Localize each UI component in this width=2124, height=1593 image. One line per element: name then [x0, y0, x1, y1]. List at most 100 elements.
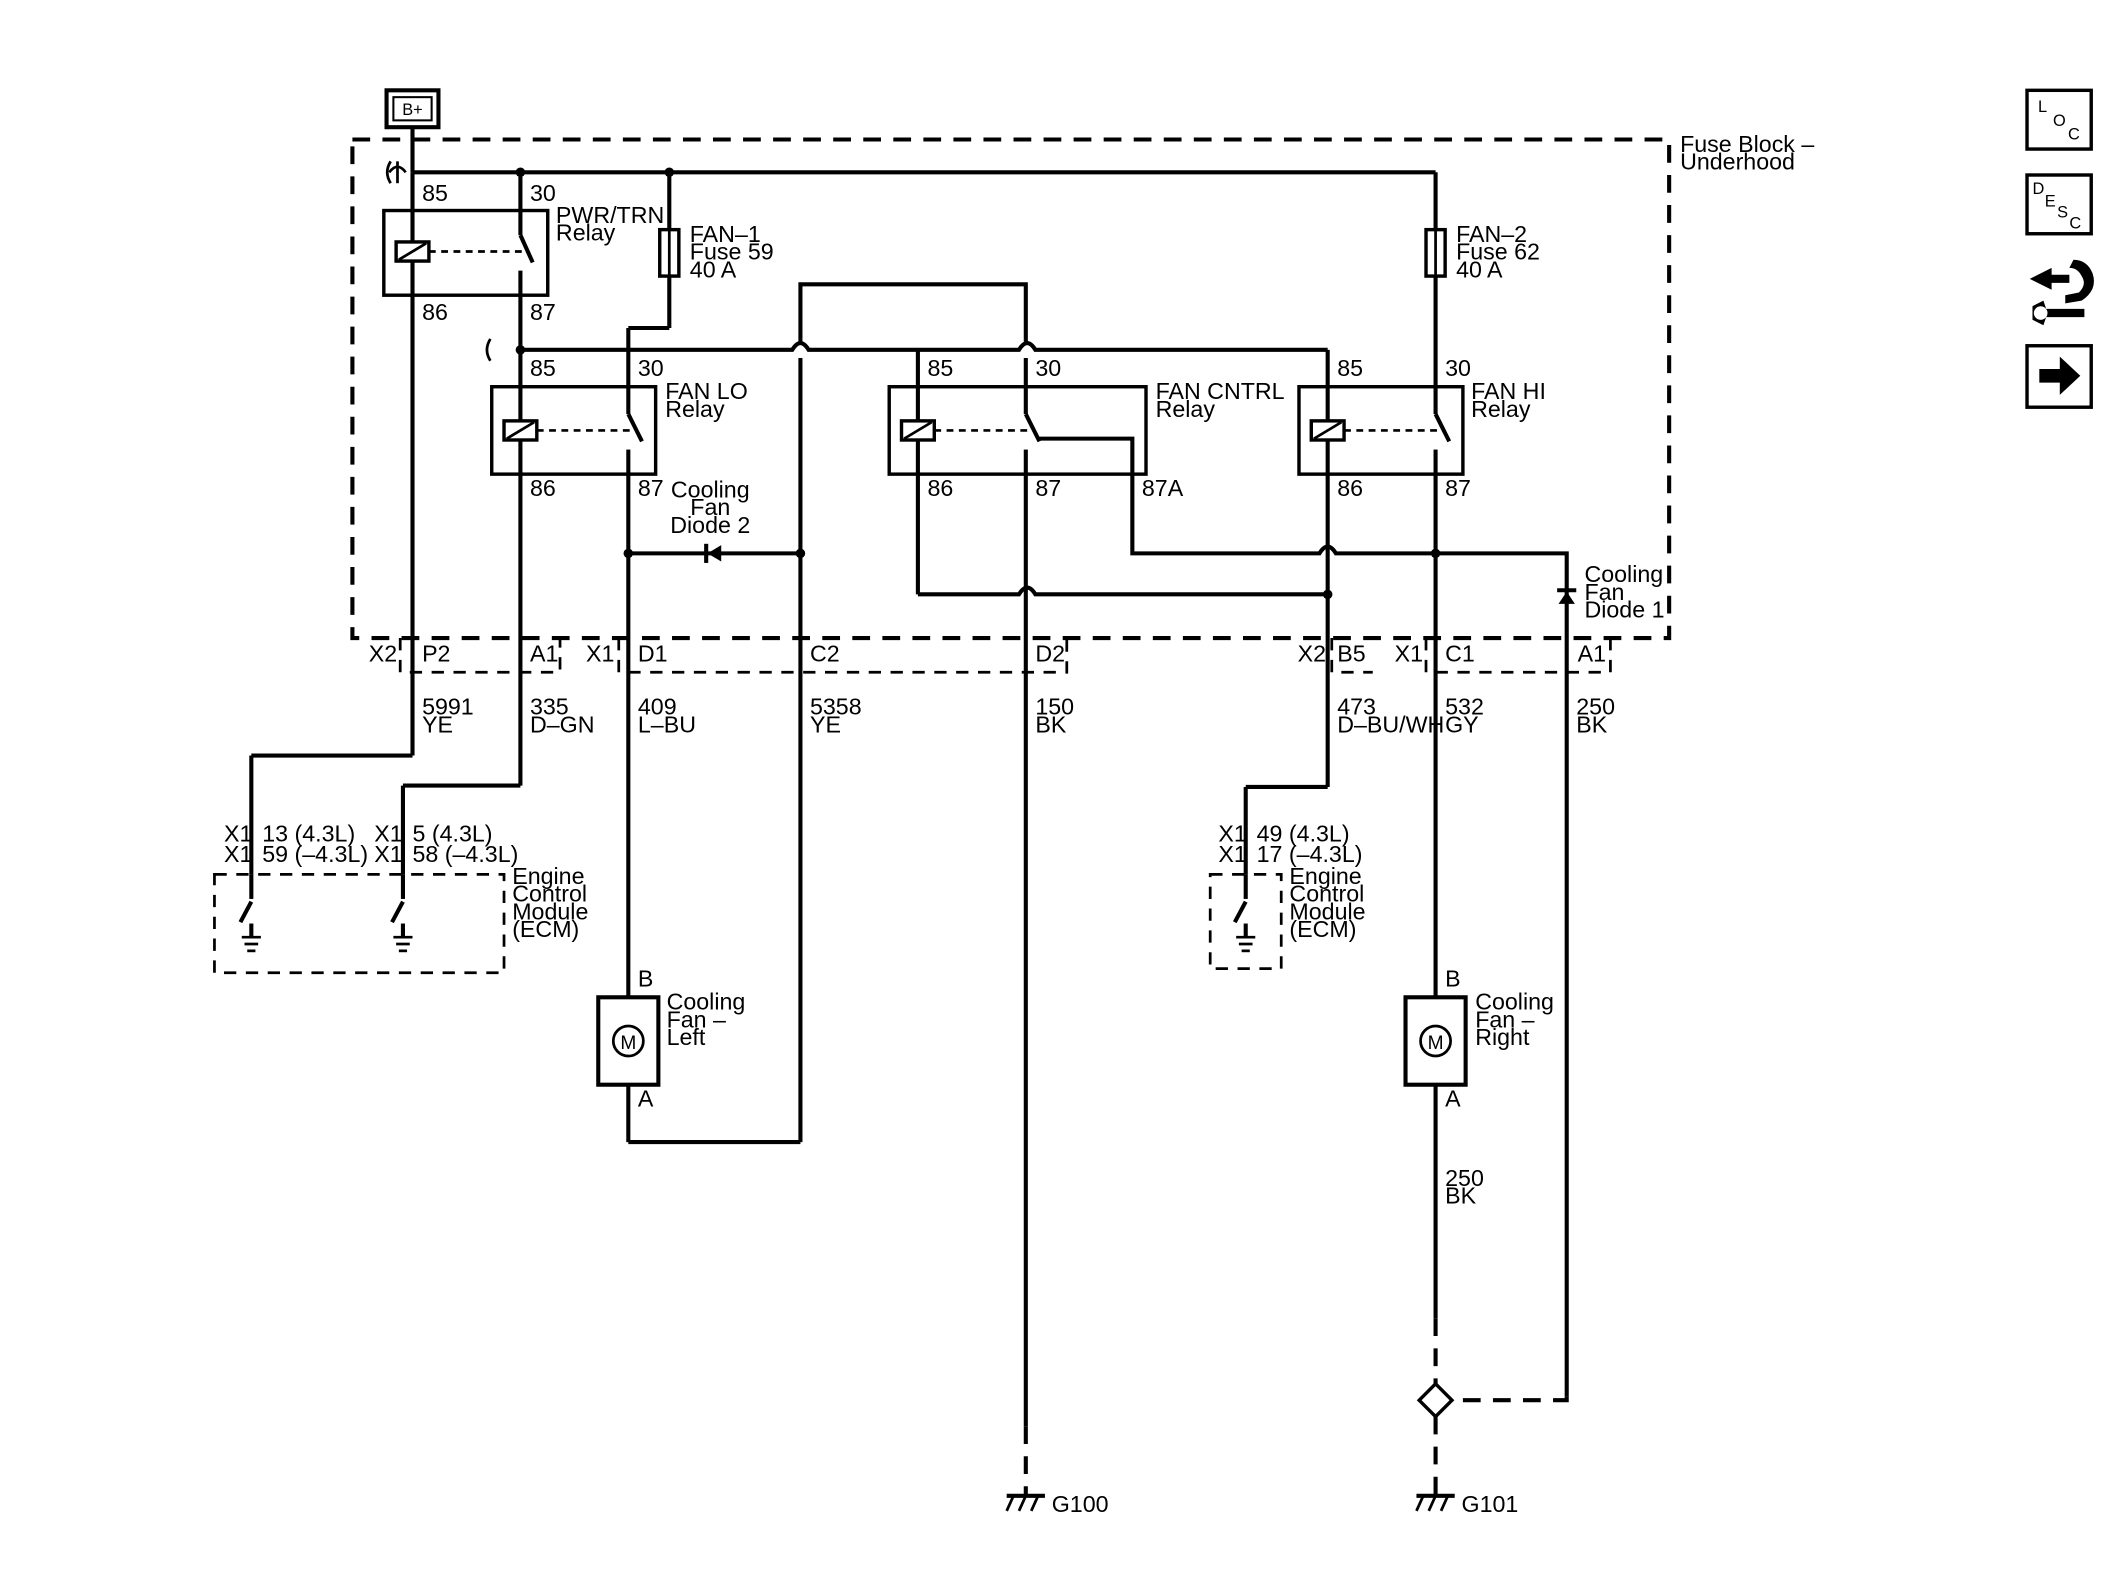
diode1-label-1: Cooling	[1584, 561, 1663, 587]
pwr-trn-pin87: 87	[530, 299, 556, 325]
conn-x2-left: X2	[369, 640, 397, 666]
fan-hi-pin87: 87	[1445, 475, 1471, 501]
pwr-trn-pin85: 85	[422, 180, 448, 206]
left-motor-label-1: Cooling	[667, 989, 746, 1015]
fan-lo-name: FAN LO	[665, 378, 748, 404]
ecm-left-pin2-b: 58 (–4.3L)	[413, 841, 519, 867]
ecm-left-label-4: (ECM)	[512, 916, 579, 942]
conn-d2: D2	[1035, 640, 1065, 666]
fan-lo-pin85: 85	[530, 355, 556, 381]
ecm-right-label-2: Control	[1289, 881, 1364, 907]
left-motor-label-2: Fan –	[667, 1006, 726, 1032]
conn-a1-left: A1	[530, 640, 558, 666]
pwr-trn-pin30: 30	[530, 180, 556, 206]
ecm-left-label-1: Engine	[512, 863, 584, 889]
ecm-left-pin2-conn: X1	[374, 821, 402, 847]
pwr-trn-relay: 85 30 86 87 PWR/TRN Relay	[382, 180, 664, 325]
wire-5358-color: YE	[810, 711, 841, 737]
conn-d1: D1	[638, 640, 668, 666]
desc-letter-e: E	[2045, 192, 2056, 210]
loc-letter-c: C	[2068, 125, 2080, 143]
ground-g101-label: G101	[1462, 1491, 1519, 1517]
wire-5358-circuit: 5358	[810, 694, 862, 720]
fan-cntrl-relay: 85 30 86 87 87A FAN CNTRL Relay	[887, 355, 1285, 501]
right-motor-symbol: M	[1428, 1033, 1444, 1054]
wire-532-color: GY	[1445, 711, 1479, 737]
fan-cntrl-name: FAN CNTRL	[1156, 378, 1285, 404]
fan-lo-relay: 85 30 86 87 FAN LO Relay	[490, 355, 748, 501]
fan-cntrl-pin86: 86	[927, 475, 953, 501]
cooling-fan-right-motor: M B A Cooling Fan – Right	[1403, 965, 1554, 1112]
fan-hi-relay-word: Relay	[1471, 396, 1531, 422]
conn-p2: P2	[422, 640, 450, 666]
left-motor-pin-b: B	[638, 965, 654, 991]
wire-5991-color: YE	[422, 711, 453, 737]
right-motor-label-3: Right	[1475, 1024, 1530, 1050]
fan-hi-relay: 85 30 86 87 FAN HI Relay	[1297, 355, 1546, 501]
ground-g100: G100	[1005, 1491, 1109, 1517]
fan1-fuse: FAN–1 Fuse 59 40 A	[658, 221, 774, 282]
ecm-right: X1 49 (4.3L) X1 17 (–4.3L) Engine Contro…	[1208, 821, 1366, 970]
diode2-label-2: Fan	[690, 494, 730, 520]
conn-x2-right: X2	[1298, 640, 1326, 666]
connector-housings: X2 P2 A1 X1 D1 C2 D2 X2 B5 X1 C1 A1	[369, 638, 1612, 674]
ecm-left-pin1-a: 13 (4.3L)	[262, 821, 355, 847]
next-arrow-icon[interactable]	[2025, 344, 2093, 409]
fan2-fuse-rating: 40 A	[1456, 256, 1503, 282]
fuse-block-boundary	[350, 137, 1672, 641]
left-motor-pin-a: A	[638, 1086, 654, 1112]
fan-lo-pin86: 86	[530, 475, 556, 501]
connector-repair-icon[interactable]	[2029, 259, 2094, 326]
ecm-right-pin-b: 17 (–4.3L)	[1257, 841, 1363, 867]
desc-letter-c: C	[2069, 214, 2081, 232]
ecm-right-label-1: Engine	[1289, 863, 1361, 889]
fan2-fuse-name: FAN–2	[1456, 221, 1527, 247]
cooling-fan-left-motor: M B A Cooling Fan – Left	[596, 965, 746, 1112]
fan1-fuse-number: Fuse 59	[690, 239, 774, 265]
ecm-right-pinb-conn: X1	[1218, 841, 1246, 867]
pwr-trn-pin86: 86	[422, 299, 448, 325]
right-motor-label-1: Cooling	[1475, 989, 1554, 1015]
fan-cntrl-relay-word: Relay	[1156, 396, 1216, 422]
fuse-block-label-1: Fuse Block –	[1680, 131, 1814, 157]
loc-letter-o: O	[2053, 112, 2066, 130]
fuse-block-label-2: Underhood	[1680, 149, 1795, 175]
left-motor-symbol: M	[620, 1033, 636, 1054]
wire-532-circuit: 532	[1445, 694, 1484, 720]
conn-c1: C1	[1445, 640, 1475, 666]
wire-150-circuit: 150	[1035, 694, 1074, 720]
ecm-left-label-2: Control	[512, 881, 587, 907]
fan-cntrl-pin85: 85	[927, 355, 953, 381]
wire-335-circuit: 335	[530, 694, 569, 720]
left-motor-label-3: Left	[667, 1024, 706, 1050]
ecm-left-label-3: Module	[512, 898, 588, 924]
diode2-label-3: Diode 2	[670, 512, 750, 538]
wire-labels: 5991 YE 335 D–GN 409 L–BU 5358 YE 150 BK…	[422, 694, 1615, 1209]
ground-g101: G101	[1415, 1491, 1519, 1517]
fan2-fuse-number: Fuse 62	[1456, 239, 1540, 265]
side-nav: L O C D E S C	[2025, 88, 2094, 409]
conn-x1-mid: X1	[586, 640, 614, 666]
conn-c2: C2	[810, 640, 840, 666]
location-icon[interactable]: L O C	[2025, 88, 2093, 151]
fan-cntrl-pin87: 87	[1035, 475, 1061, 501]
cooling-fan-diode-1: Cooling Fan Diode 1	[1557, 561, 1664, 623]
ground-wire-color: BK	[1445, 1183, 1476, 1209]
junction-dots	[515, 167, 1441, 600]
description-icon[interactable]: D E S C	[2025, 173, 2093, 236]
right-motor-label-2: Fan –	[1475, 1006, 1534, 1032]
conn-x1-right: X1	[1395, 640, 1423, 666]
wire-409-color: L–BU	[638, 711, 696, 737]
fan1-fuse-name: FAN–1	[690, 221, 761, 247]
ecm-left-pin2-a: 5 (4.3L)	[413, 821, 493, 847]
wire-250-color: BK	[1576, 711, 1607, 737]
fan-hi-pin85: 85	[1337, 355, 1363, 381]
fan-hi-pin30: 30	[1445, 355, 1471, 381]
pwr-trn-name: PWR/TRN	[556, 202, 664, 228]
right-motor-pin-b: B	[1445, 965, 1461, 991]
ecm-right-label-3: Module	[1289, 898, 1365, 924]
cooling-fan-diode-2: Cooling Fan Diode 2	[670, 476, 750, 563]
diode1-label-3: Diode 1	[1584, 597, 1664, 623]
fan-lo-pin87: 87	[638, 475, 664, 501]
